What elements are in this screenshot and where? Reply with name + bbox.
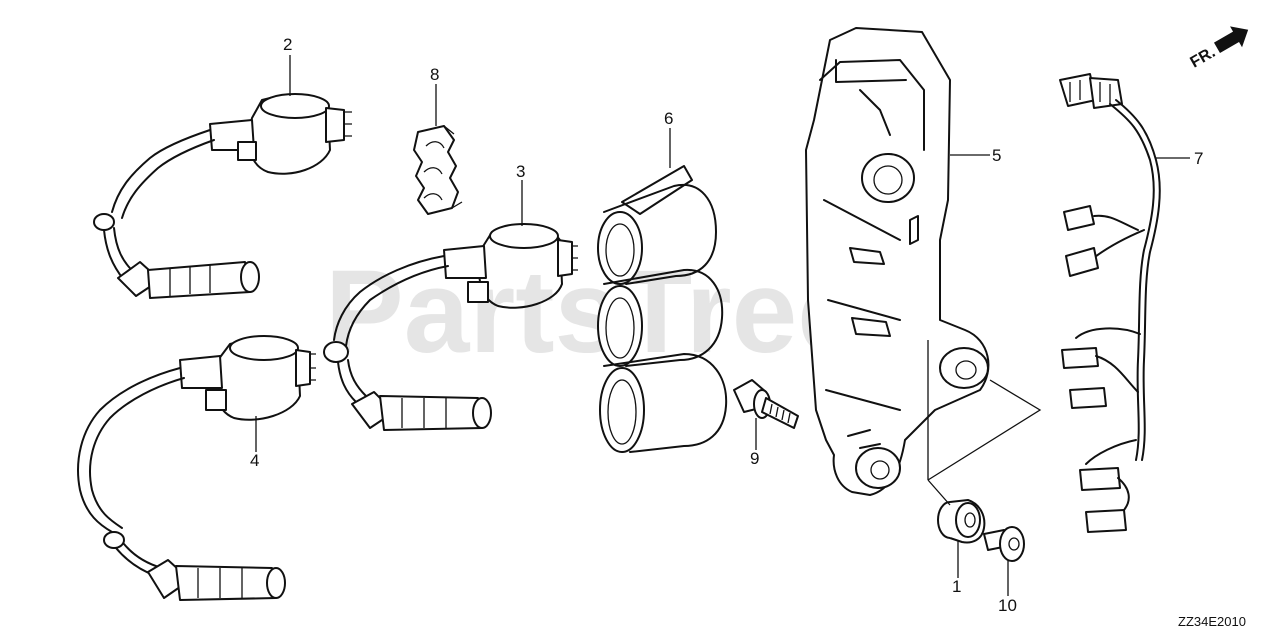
watermark: PartsTree xyxy=(325,246,863,378)
collar-10[interactable] xyxy=(983,526,1025,562)
wire-harness-7[interactable] xyxy=(1059,73,1161,533)
ignition-coil-2[interactable] xyxy=(93,93,352,299)
cord-clamp-8[interactable] xyxy=(413,125,463,215)
front-indicator: FR. xyxy=(1188,26,1249,72)
callout-9: 9 xyxy=(750,449,759,468)
callout-3: 3 xyxy=(516,162,525,181)
front-arrow-icon xyxy=(1213,26,1249,53)
diagram-code: ZZ34E2010 xyxy=(1178,614,1246,629)
callout-6: 6 xyxy=(664,109,673,128)
leader-lines xyxy=(255,55,1190,596)
coil-bracket-5[interactable] xyxy=(805,27,990,496)
callout-1: 1 xyxy=(952,577,961,596)
ignition-coil-4[interactable] xyxy=(77,335,316,601)
callout-2: 2 xyxy=(283,35,292,54)
grommet-1[interactable] xyxy=(937,499,986,544)
front-label: FR. xyxy=(1188,44,1219,72)
coil-holder-6[interactable] xyxy=(597,165,728,453)
callout-5: 5 xyxy=(992,146,1001,165)
callout-10: 10 xyxy=(998,596,1017,615)
flange-bolt-9[interactable] xyxy=(733,379,799,429)
callout-4: 4 xyxy=(250,451,259,470)
ignition-coil-3[interactable] xyxy=(323,223,578,431)
callout-7: 7 xyxy=(1194,149,1203,168)
callout-8: 8 xyxy=(430,65,439,84)
